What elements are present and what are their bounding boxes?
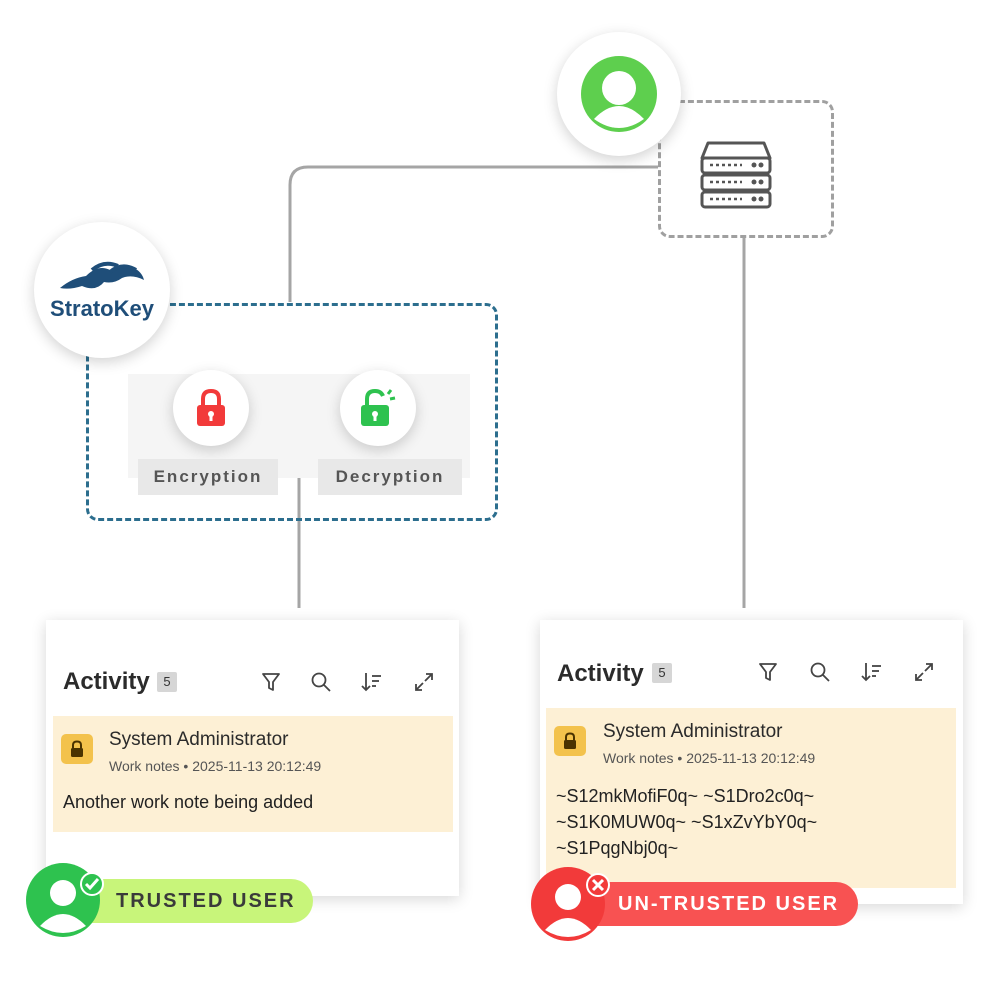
note-author: System Administrator: [603, 721, 783, 742]
note-text: Another work note being added: [63, 792, 314, 812]
server-boundary: [658, 100, 834, 238]
note-meta: Work notes • 2025-11-13 20:12:49: [109, 758, 322, 774]
encrypted-line: ~S1K0MUW0q~ ~S1xZvYbY0q~: [556, 812, 818, 832]
activity-card-trusted: Activity 5 System Administrator Work not…: [46, 620, 459, 896]
user-icon: [581, 56, 657, 132]
sort-icon[interactable]: [360, 670, 384, 694]
encrypted-line: ~S1PqgNbj0q~: [556, 838, 679, 858]
encrypted-line: ~S12mkMofiF0q~ ~S1Dro2c0q~: [556, 786, 815, 806]
note-lock-icon: [61, 734, 93, 764]
stratokey-logo: StratoKey: [34, 222, 170, 358]
stratokey-boundary: [86, 303, 498, 521]
search-icon[interactable]: [808, 660, 832, 684]
stratokey-logo-mark: [60, 261, 144, 289]
encrypted-note-text: ~S12mkMofiF0q~ ~S1Dro2c0q~ ~S1K0MUW0q~ ~…: [556, 783, 817, 861]
note-lock-icon: [554, 726, 586, 756]
expand-icon[interactable]: [412, 670, 436, 694]
note-author: System Administrator: [109, 729, 289, 750]
top-user-badge: [557, 32, 681, 156]
trusted-user-pill: TRUSTED USER: [66, 879, 313, 923]
activity-card-untrusted: Activity 5 System Administrator Work not…: [540, 620, 963, 904]
activity-title: Activity: [557, 660, 644, 687]
decryption-node: [340, 370, 416, 446]
stratokey-logo-text: StratoKey: [50, 296, 154, 321]
activity-title: Activity: [63, 668, 150, 695]
filter-icon[interactable]: [259, 670, 283, 694]
lock-icon: [197, 388, 225, 426]
activity-count-badge: 5: [652, 663, 672, 683]
work-note-entry: System Administrator Work notes • 2025-1…: [53, 716, 453, 832]
unlock-icon: [361, 388, 396, 426]
work-note-entry: System Administrator Work notes • 2025-1…: [546, 708, 956, 888]
note-meta: Work notes • 2025-11-13 20:12:49: [603, 750, 816, 766]
untrusted-user-pill: UN-TRUSTED USER: [570, 882, 858, 926]
search-icon[interactable]: [309, 670, 333, 694]
decryption-label: Decryption: [318, 459, 462, 495]
server-icon: [700, 140, 772, 210]
encryption-node: [173, 370, 249, 446]
untrusted-user-label: UN-TRUSTED USER: [618, 892, 840, 915]
untrusted-user-avatar: [531, 866, 611, 946]
sort-icon[interactable]: [860, 660, 884, 684]
trusted-user-avatar: [26, 862, 104, 938]
filter-icon[interactable]: [756, 660, 780, 684]
activity-count-badge: 5: [157, 672, 177, 692]
encryption-label: Encryption: [138, 459, 278, 495]
trusted-user-label: TRUSTED USER: [116, 889, 296, 912]
expand-icon[interactable]: [912, 660, 936, 684]
